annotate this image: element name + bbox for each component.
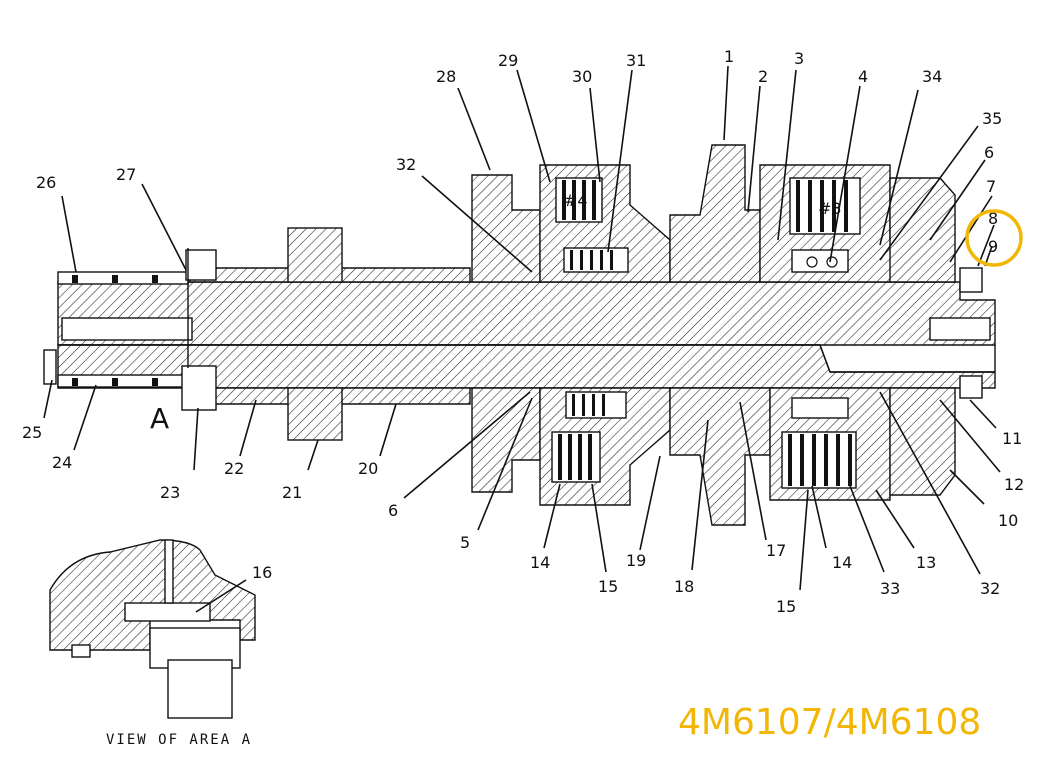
- callout-12: 12: [1004, 475, 1024, 494]
- main-shaft-upper: [57, 281, 996, 346]
- callout-7: 7: [986, 177, 996, 196]
- shaft-bore: [61, 317, 193, 341]
- callout-32-right: 32: [980, 579, 1000, 598]
- callout-32-left: 32: [396, 155, 416, 174]
- highlight-circle: [965, 209, 1023, 267]
- callout-29: 29: [498, 51, 518, 70]
- callout-15-right: 15: [776, 597, 796, 616]
- shaft-bore-right: [929, 317, 991, 341]
- clutch-plates-lower: [551, 391, 627, 483]
- callout-18: 18: [674, 577, 694, 596]
- gear-1-upper: [669, 144, 761, 283]
- callout-6-left: 6: [388, 501, 398, 520]
- plate-mark-left: #4: [564, 191, 588, 210]
- callout-4: 4: [858, 67, 868, 86]
- inset-base: [167, 659, 233, 719]
- spline-teeth: [72, 275, 158, 386]
- callout-17: 17: [766, 541, 786, 560]
- callout-15-left: 15: [598, 577, 618, 596]
- callout-20: 20: [358, 459, 378, 478]
- shaft-end-cap: [43, 349, 57, 385]
- callout-30: 30: [572, 67, 592, 86]
- callout-24: 24: [52, 453, 72, 472]
- callout-11: 11: [1002, 429, 1022, 448]
- callout-31: 31: [626, 51, 646, 70]
- callout-23: 23: [160, 483, 180, 502]
- right-clutch-pack: #3: [759, 164, 983, 501]
- callout-8: 8: [988, 209, 998, 228]
- collar-23-lower: [181, 365, 217, 411]
- hub-right-upper: [889, 177, 956, 283]
- callout-10: 10: [998, 511, 1018, 530]
- hub-right-lower: [889, 387, 956, 496]
- callout-6-right: 6: [984, 143, 994, 162]
- gear-21-upper: [287, 227, 343, 283]
- leader-lines: [43, 65, 1001, 613]
- center-gear: [669, 144, 771, 526]
- plate-mark-right: #3: [818, 199, 842, 218]
- end-nut: [959, 267, 983, 293]
- callout-16: 16: [252, 563, 272, 582]
- section-label-a: A: [150, 402, 169, 435]
- clutch-plates-right-upper: [789, 177, 861, 273]
- end-nut-lower: [959, 375, 983, 399]
- callout-34: 34: [922, 67, 942, 86]
- inset-view-area-a: VIEW OF AREA A: [49, 539, 256, 748]
- left-clutch-pack: #4: [471, 164, 671, 506]
- callout-33: 33: [880, 579, 900, 598]
- callout-27: 27: [116, 165, 136, 184]
- model-number: 4M6107/4M6108: [678, 702, 981, 743]
- callout-2: 2: [758, 67, 768, 86]
- clutch-plates-right-lower: [781, 397, 857, 489]
- callout-25: 25: [22, 423, 42, 442]
- clutch-plates-upper: [555, 177, 629, 273]
- inset-pin-stem: [164, 539, 174, 604]
- inset-small: [71, 644, 91, 658]
- gear-1-lower: [669, 387, 771, 526]
- callout-1: 1: [724, 47, 734, 66]
- inset-caption: VIEW OF AREA A: [106, 732, 252, 748]
- callout-35: 35: [982, 109, 1002, 128]
- callout-5: 5: [460, 533, 470, 552]
- callout-19: 19: [626, 551, 646, 570]
- callout-26: 26: [36, 173, 56, 192]
- callout-22: 22: [224, 459, 244, 478]
- callout-13: 13: [916, 553, 936, 572]
- gear-21-lower: [287, 387, 343, 441]
- inset-housing: [49, 539, 256, 651]
- callout-labels: 1 2 3 4 5 6 6 7 8 9 10 11 12 13 14 14 15…: [22, 47, 1024, 616]
- callout-21: 21: [282, 483, 302, 502]
- callout-28: 28: [436, 67, 456, 86]
- collar-23-upper: [185, 249, 217, 281]
- callout-9: 9: [988, 237, 998, 256]
- shaft-assembly: [43, 227, 996, 441]
- callout-14-left: 14: [530, 553, 550, 572]
- callout-14-right: 14: [832, 553, 852, 572]
- callout-3: 3: [794, 49, 804, 68]
